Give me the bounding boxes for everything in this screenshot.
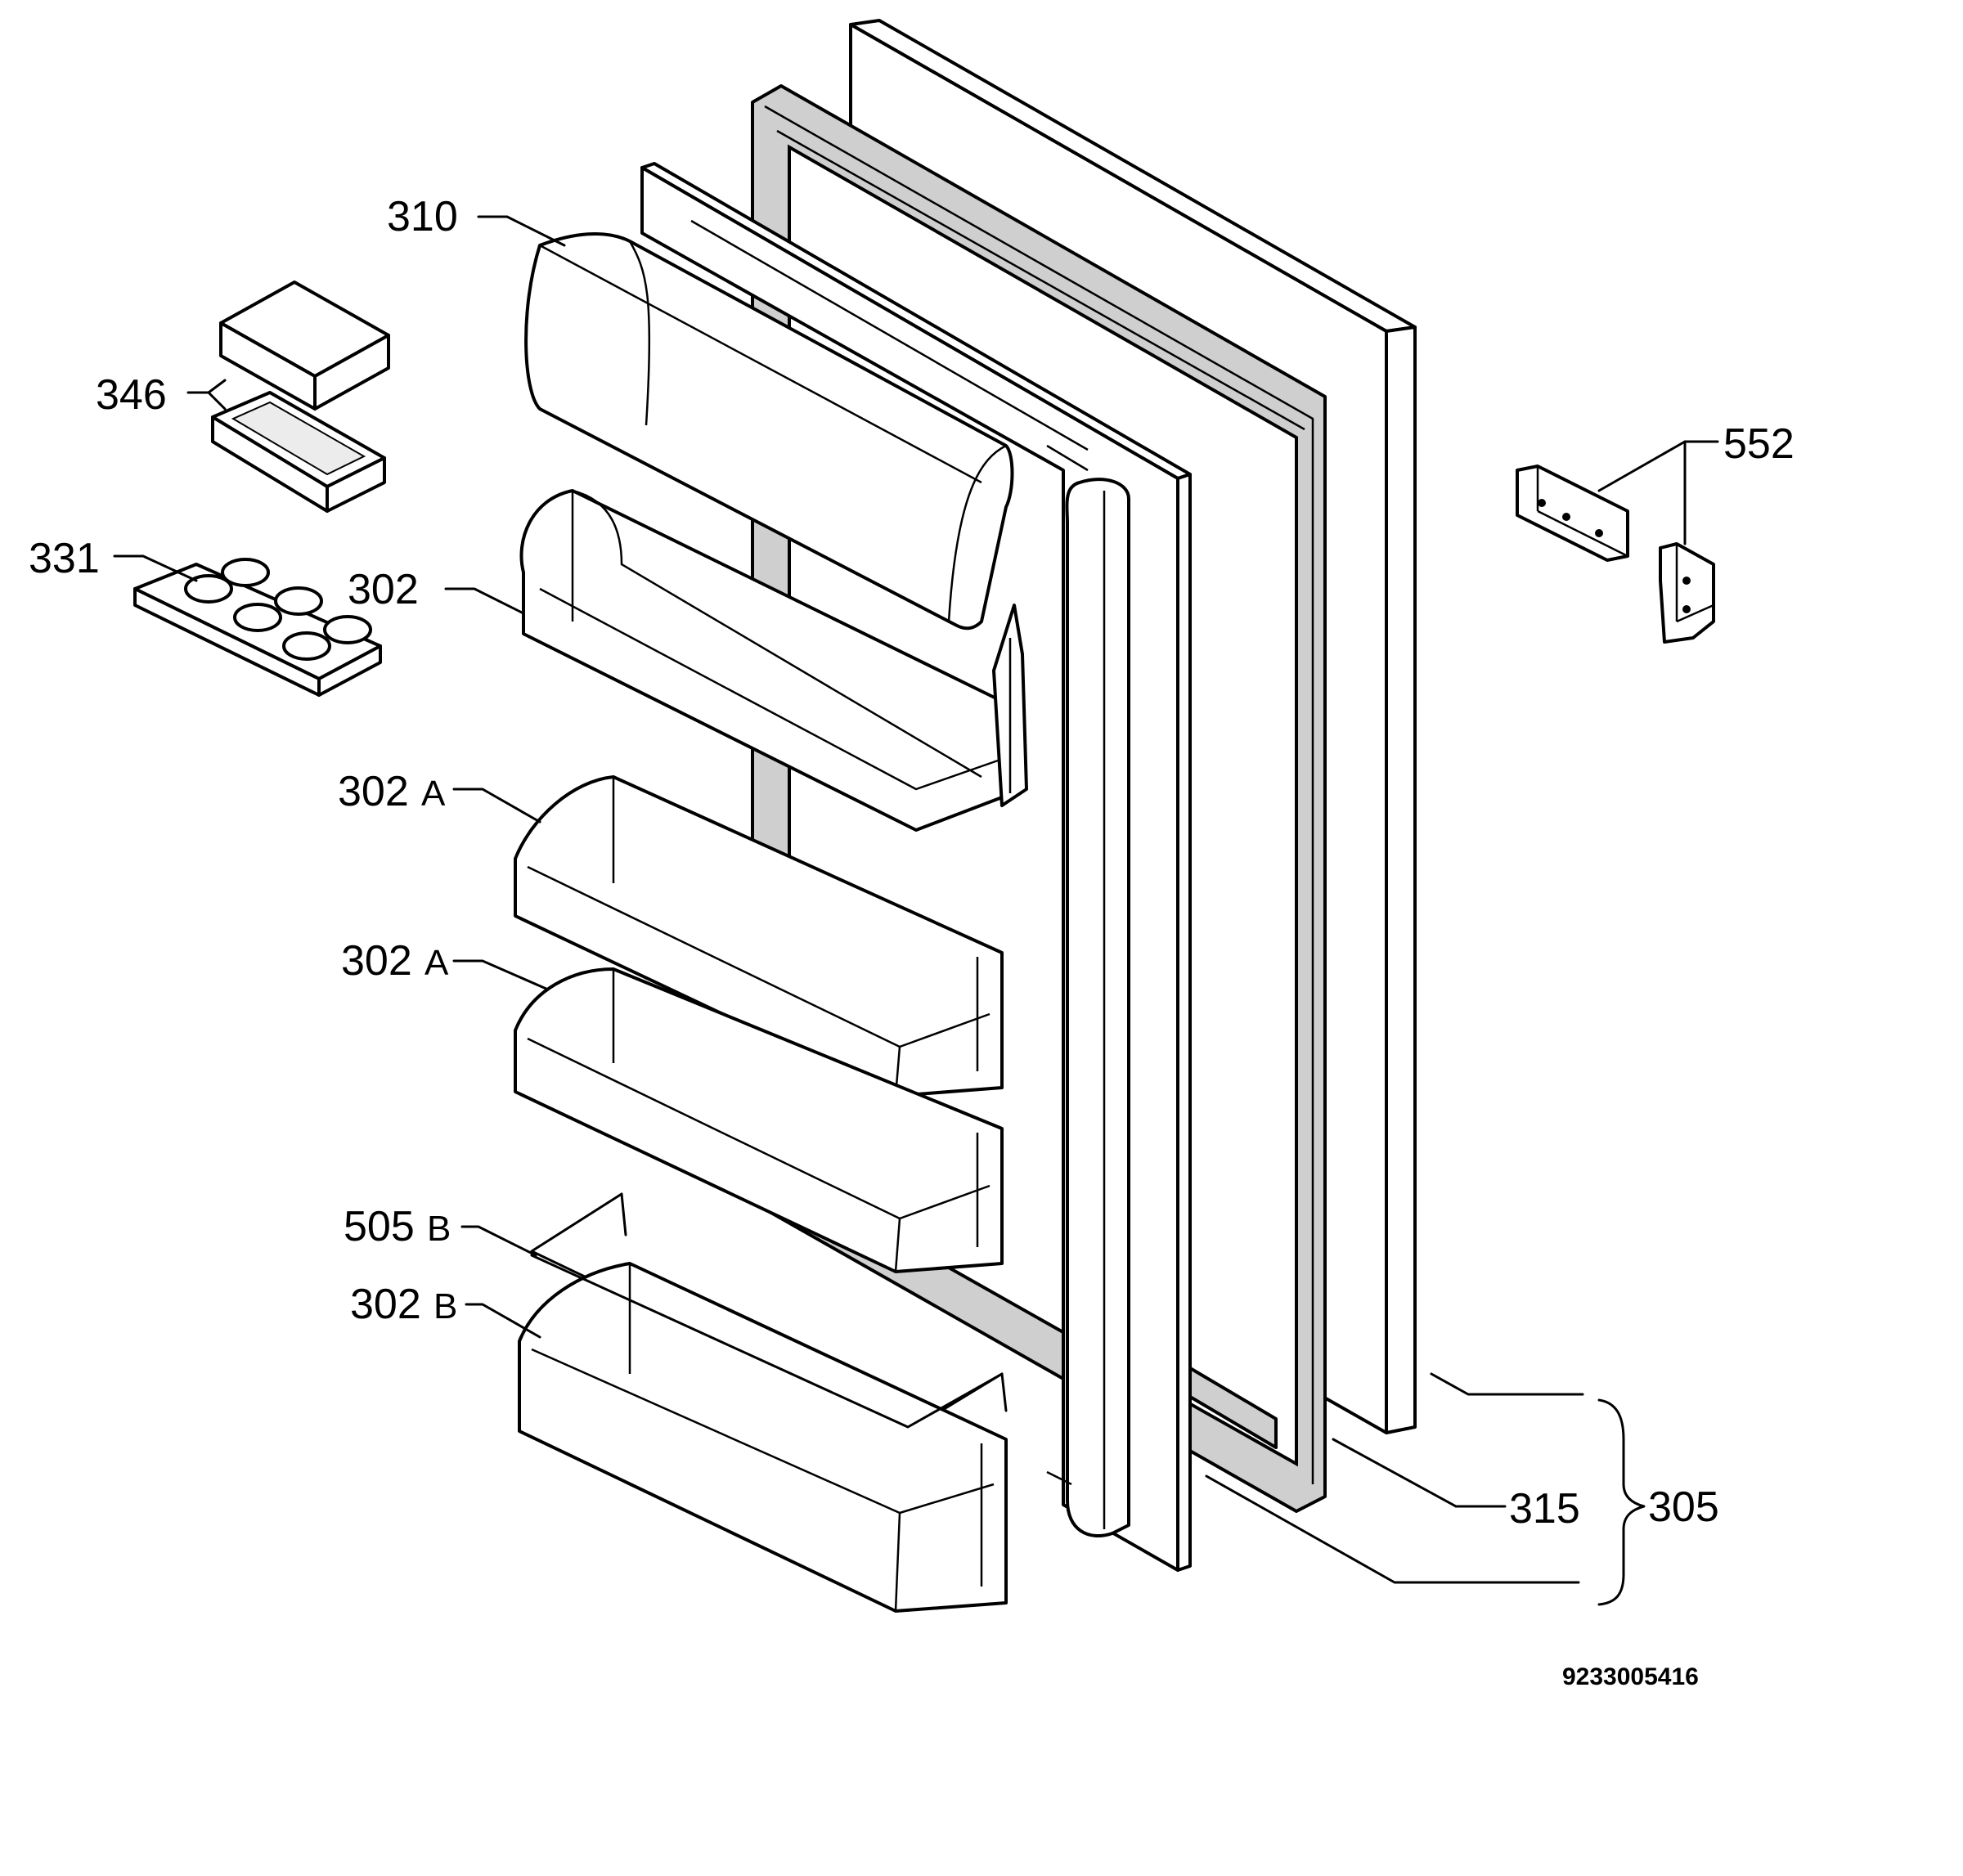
label-505b-suffix: B bbox=[427, 1209, 451, 1249]
part-302a-lower-shelf bbox=[514, 967, 1004, 1273]
part-331-egg-tray bbox=[133, 558, 382, 697]
document-code: 9233005416 bbox=[1562, 1663, 1699, 1690]
label-302b-suffix: B bbox=[433, 1286, 457, 1326]
part-552-hinge-brackets bbox=[1516, 465, 1715, 644]
inner-door-liner bbox=[640, 162, 1192, 1572]
label-552: 552 bbox=[1723, 420, 1795, 468]
label-346: 346 bbox=[96, 371, 167, 419]
label-302: 302 bbox=[348, 566, 419, 613]
label-302a-lower: 302 bbox=[341, 937, 412, 985]
label-505b: 505 bbox=[344, 1203, 415, 1250]
part-310-dairy-lid bbox=[524, 232, 1014, 631]
leader-lines bbox=[113, 215, 1719, 1606]
label-310: 310 bbox=[387, 193, 458, 240]
label-302a-upper: 302 bbox=[338, 768, 409, 815]
label-315: 315 bbox=[1509, 1485, 1580, 1533]
part-346-butter-dish bbox=[211, 281, 390, 513]
part-labels: 310 346 331 302 302 A 302 A 505 B 302 B … bbox=[29, 193, 1795, 1690]
label-302a-lower-suffix: A bbox=[424, 943, 449, 983]
part-302-door-shelf bbox=[519, 489, 1028, 832]
label-331: 331 bbox=[29, 535, 100, 582]
label-302b: 302 bbox=[350, 1281, 421, 1328]
part-302b-bottom-shelf bbox=[518, 1254, 1008, 1613]
part-302a-upper-shelf bbox=[514, 775, 1004, 1097]
label-302a-upper-suffix: A bbox=[421, 774, 446, 814]
label-305: 305 bbox=[1648, 1483, 1719, 1531]
